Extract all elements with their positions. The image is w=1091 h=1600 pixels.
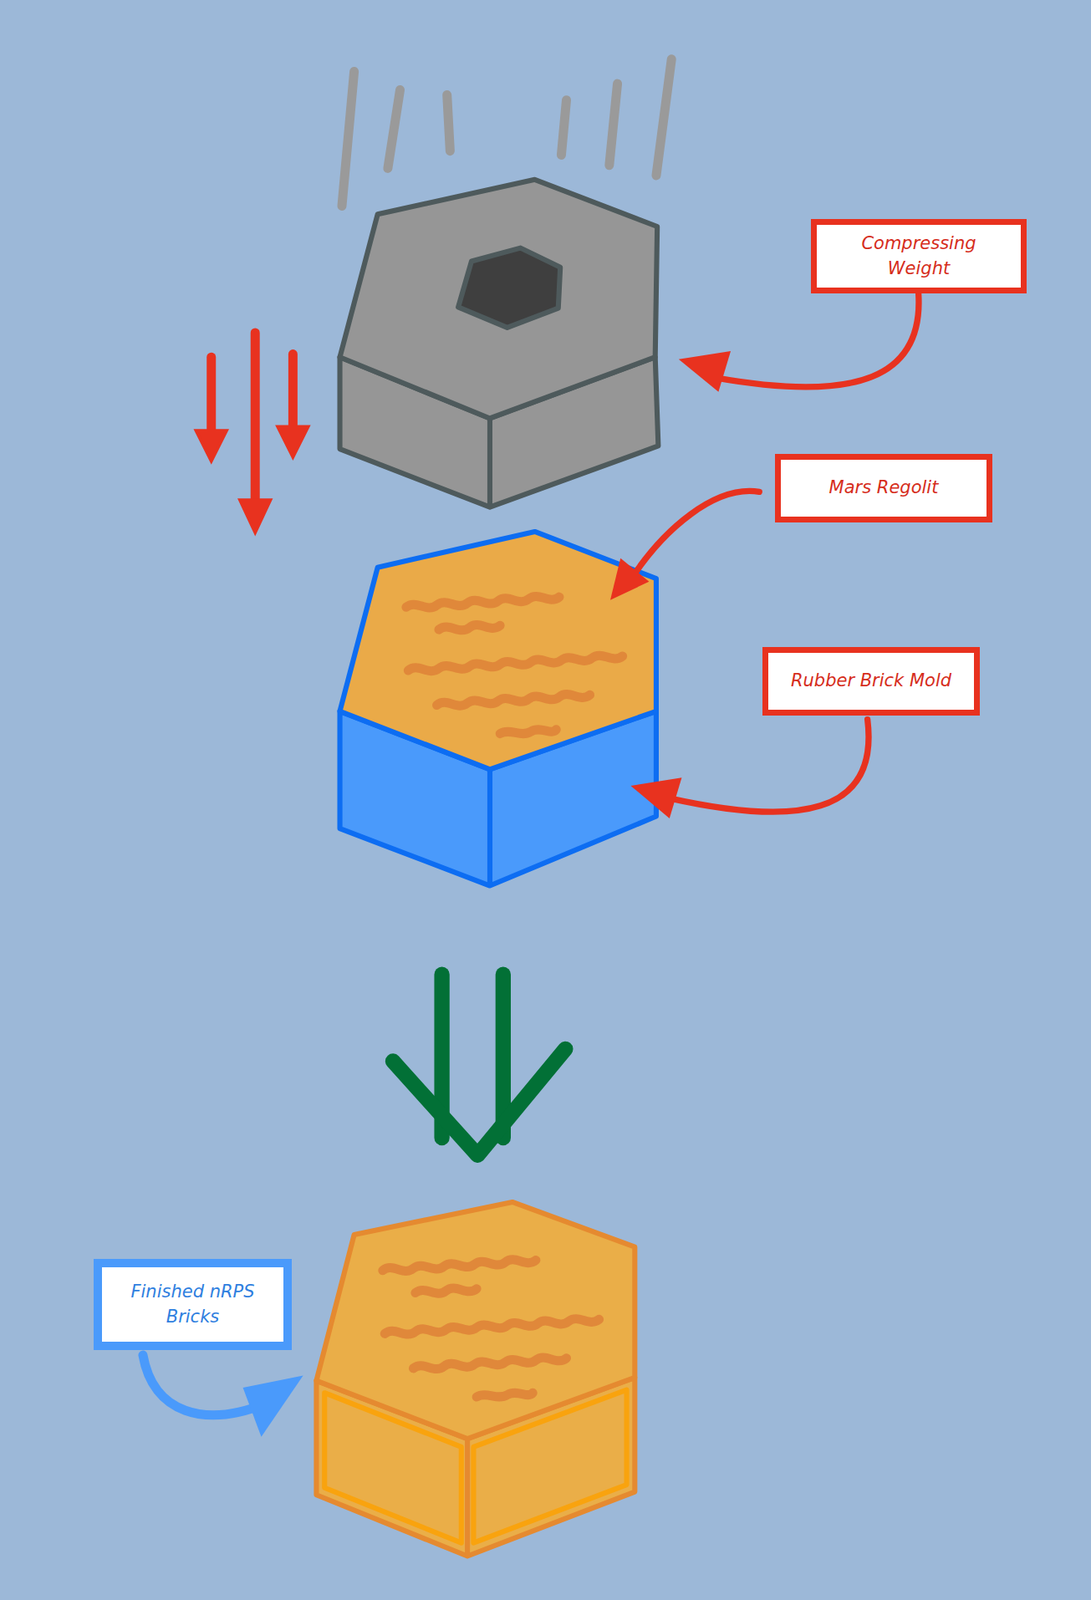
callout-text: Compressing Weight	[828, 231, 1010, 281]
callout-box: Mars Regolit	[774, 453, 993, 523]
callout-text: Mars Regolit	[829, 475, 939, 500]
callout-text: Rubber Brick Mold	[790, 668, 952, 694]
callout-box: Finished nRPS Bricks	[93, 1259, 292, 1351]
leader-line	[142, 1355, 268, 1416]
callout-text: Finished nRPS Bricks	[113, 1279, 272, 1330]
callout-box: Rubber Brick Mold	[762, 647, 980, 716]
leader-lines	[632, 294, 919, 813]
callout-box: Compressing Weight	[810, 219, 1027, 294]
rubber-mold	[340, 531, 657, 887]
finished-brick	[316, 1202, 635, 1557]
press-arrows	[195, 332, 308, 533]
leader-heads	[610, 351, 731, 819]
result-arrow	[392, 974, 566, 1156]
compressing-weight	[340, 179, 659, 508]
regolith-texture	[406, 596, 623, 734]
brick-texture	[382, 1259, 600, 1397]
leader-head	[243, 1375, 304, 1437]
